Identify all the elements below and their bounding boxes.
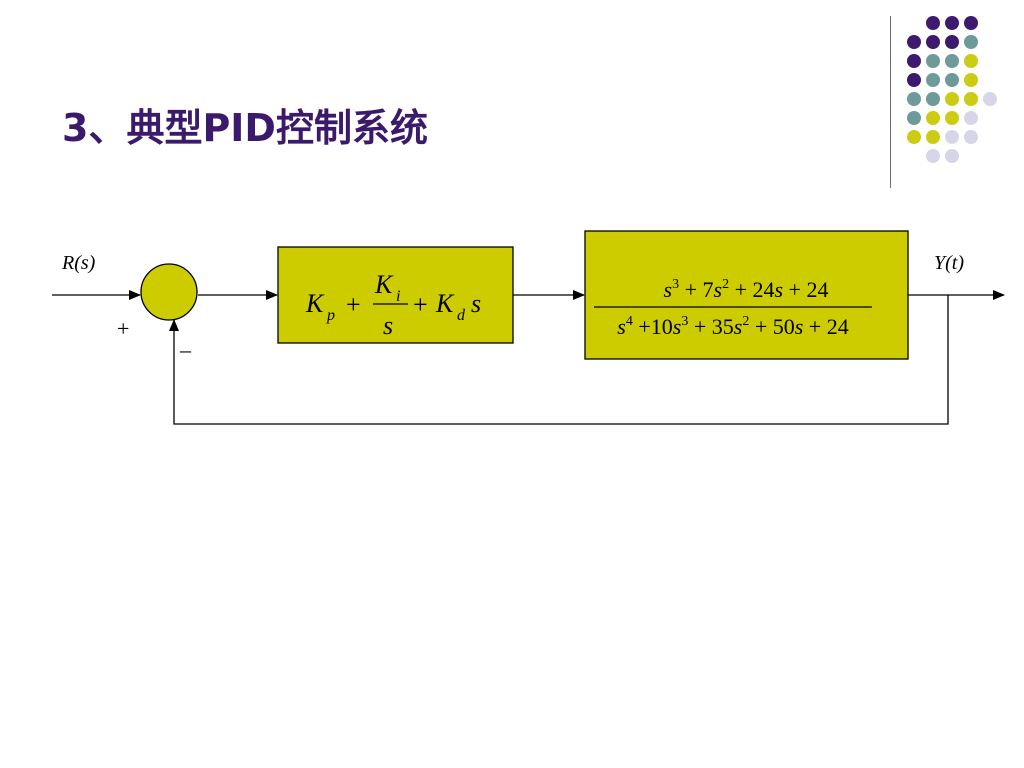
polynomial-term: s (795, 314, 804, 339)
ki-denominator: s (383, 311, 393, 340)
kp-subscript: p (326, 307, 335, 324)
slide-title: 3、典型PID控制系统 (62, 106, 428, 150)
plant-block (584, 230, 909, 360)
kp-symbol: K (305, 289, 325, 318)
plant-transfer-function: s3 + 7s2 + 24s + 24 s4 +10s3 + 35s2 + 50… (594, 277, 872, 339)
decorative-dot (907, 54, 921, 68)
input-label: R(s) (61, 252, 96, 274)
output-label: Y(t) (934, 252, 964, 274)
decorative-dot (945, 54, 959, 68)
decorative-dot (945, 149, 959, 163)
polynomial-term: s (714, 277, 723, 302)
polynomial-term: s (617, 314, 626, 339)
decorative-dot (964, 54, 978, 68)
summing-junction (140, 263, 198, 321)
polynomial-term: s (673, 314, 682, 339)
polynomial-term: 2 (742, 314, 749, 329)
polynomial-term: s (734, 314, 743, 339)
polynomial-term: +10 (633, 314, 673, 339)
decorative-dot (926, 54, 940, 68)
decorative-dot (907, 73, 921, 87)
polynomial-term: 4 (626, 314, 633, 329)
decorative-dot (945, 16, 959, 30)
kd-symbol: K (435, 289, 455, 318)
polynomial-term: + 7 (679, 277, 713, 302)
polynomial-term: + 24 (729, 277, 774, 302)
decorative-dot (964, 16, 978, 30)
polynomial-term: + 35 (688, 314, 733, 339)
polynomial-term: 3 (681, 314, 688, 329)
decorative-dot (926, 111, 940, 125)
decorative-dot (964, 35, 978, 49)
decorative-dot (907, 111, 921, 125)
decorative-dot (907, 92, 921, 106)
decorative-dot (907, 35, 921, 49)
minus-sign: – (179, 337, 192, 362)
plus-sign: + (117, 316, 129, 341)
decorative-dot (945, 92, 959, 106)
polynomial-term: s (774, 277, 783, 302)
plant-numerator: s3 + 7s2 + 24s + 24 (664, 277, 829, 302)
decorative-dot (964, 130, 978, 144)
decorative-dot (945, 73, 959, 87)
controller-block (277, 246, 514, 344)
decorative-dot (983, 92, 997, 106)
ki-subscript: i (396, 288, 400, 305)
decorative-dot (907, 130, 921, 144)
decorative-dot (945, 111, 959, 125)
plus-operator: + (413, 290, 428, 319)
decorative-dot (945, 130, 959, 144)
polynomial-term: s (664, 277, 673, 302)
decorative-dot (926, 73, 940, 87)
ki-symbol: K (374, 270, 394, 299)
polynomial-term: 3 (672, 277, 679, 292)
controller-transfer-function: K p + K i s + K d s (305, 270, 481, 340)
polynomial-term: 2 (722, 277, 729, 292)
decorative-dot (926, 35, 940, 49)
decorative-dot (926, 92, 940, 106)
kd-s: s (471, 289, 481, 318)
decorative-dot (964, 92, 978, 106)
decorative-dot (926, 16, 940, 30)
kd-subscript: d (457, 307, 466, 324)
polynomial-term: + 50 (749, 314, 794, 339)
decorative-dot (926, 149, 940, 163)
header-divider (890, 16, 891, 188)
polynomial-term: + 24 (783, 277, 828, 302)
polynomial-term: + 24 (803, 314, 848, 339)
feedback-path (173, 295, 949, 425)
decorative-dot (926, 130, 940, 144)
plus-operator: + (346, 290, 361, 319)
decorative-dot-grid (900, 10, 1010, 170)
decorative-dot (964, 111, 978, 125)
decorative-dot (964, 73, 978, 87)
decorative-dot (945, 35, 959, 49)
plant-denominator: s4 +10s3 + 35s2 + 50s + 24 (617, 314, 848, 339)
